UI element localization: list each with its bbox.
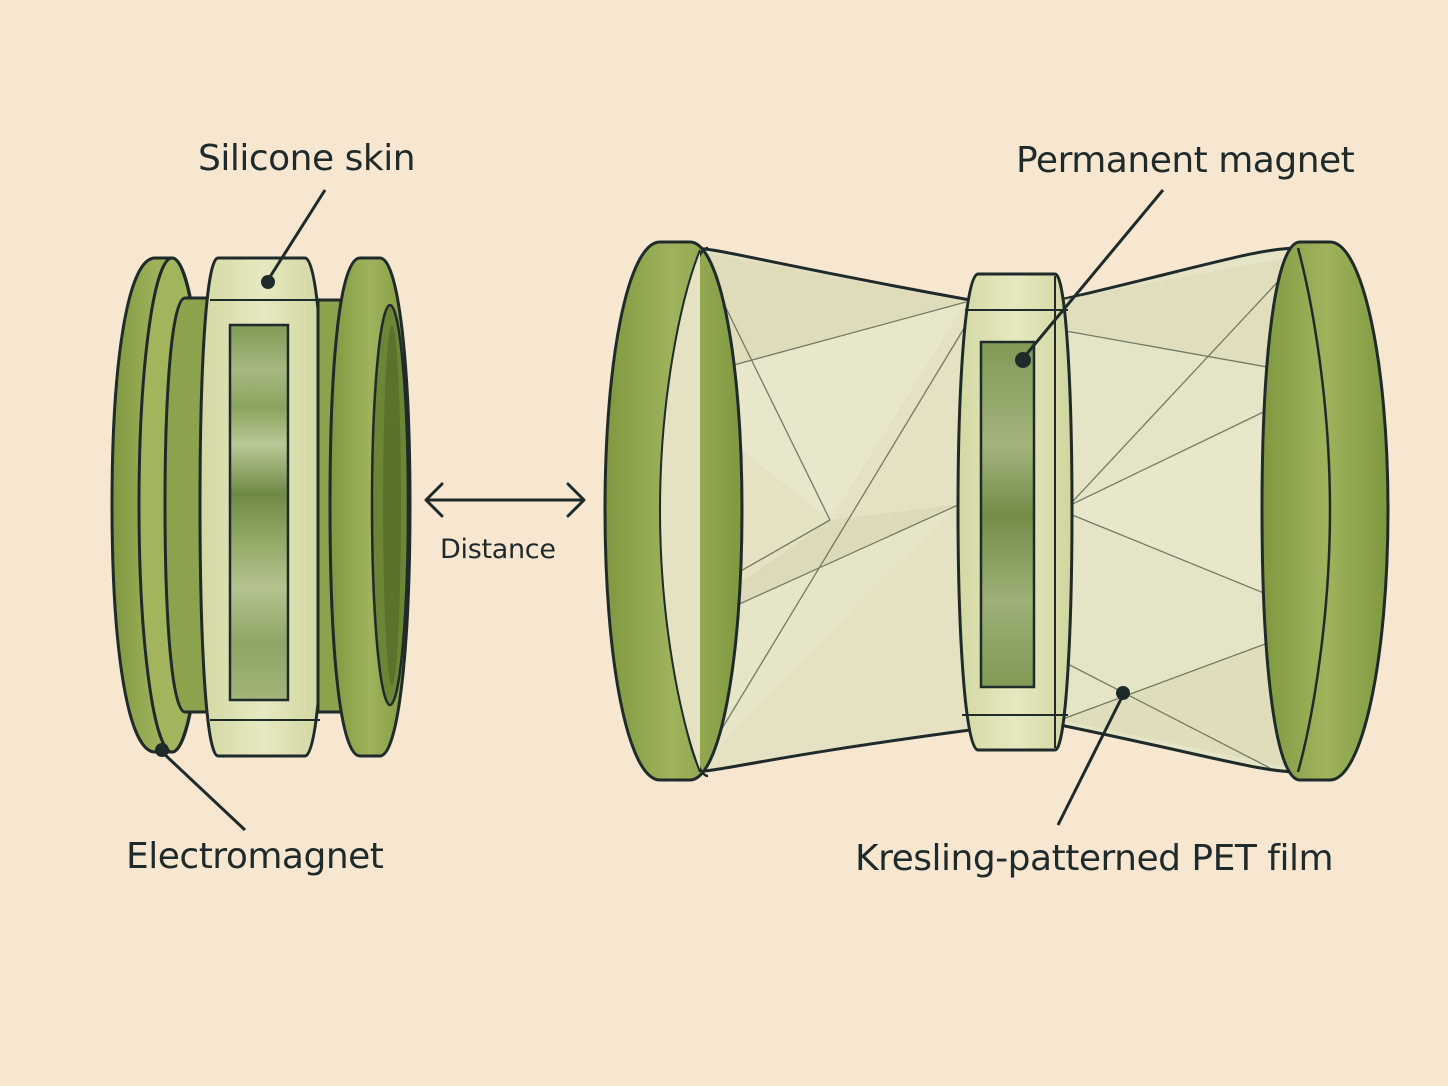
label-distance: Distance [440, 534, 556, 565]
distance-arrow [424, 482, 586, 518]
label-kresling-film: Kresling-patterned PET film [855, 838, 1334, 879]
leader-magnet [1023, 189, 1165, 357]
leader-dots [155, 275, 1130, 757]
coil-window [228, 323, 290, 702]
leader-lines [160, 189, 1165, 832]
leader-film [1056, 694, 1125, 826]
leader-silicone [266, 189, 327, 281]
magnet-window [979, 340, 1036, 689]
kresling-right-ring [1260, 240, 1390, 782]
label-electromagnet: Electromagnet [126, 836, 384, 877]
leader-electromagnet [160, 750, 247, 832]
label-permanent-magnet: Permanent magnet [1016, 140, 1355, 181]
kresling-assembly [603, 240, 1390, 782]
electromagnet-assembly [110, 256, 412, 758]
label-silicone-skin: Silicone skin [198, 138, 416, 179]
